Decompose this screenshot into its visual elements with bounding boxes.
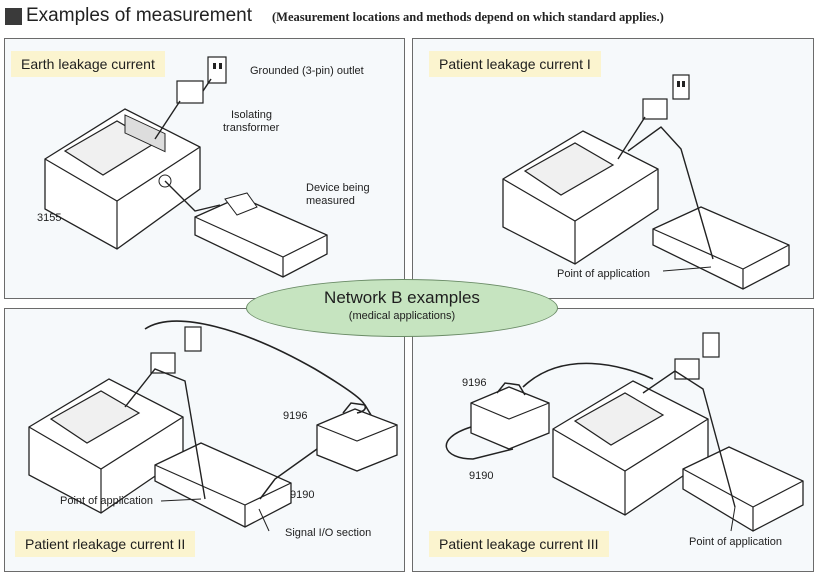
meter-icon [28,378,184,514]
device-under-test-icon [154,442,292,528]
earth-leakage-illustration [44,56,328,278]
point-of-application-label: Point of application [689,536,782,548]
network-b-title: Network B examples [324,288,480,307]
device-under-test-icon [652,206,790,290]
outlet-icon [207,56,227,84]
point-of-application-label: Point of application [60,495,153,507]
isolating-transformer-icon [150,352,176,374]
earth-leakage-title: Earth leakage current [11,51,165,77]
patient-leakage-1-illustration [502,74,790,290]
transformer-label-line2: transformer [223,122,280,134]
network-b-subtitle: (medical applications) [348,310,456,322]
meter-3155-icon [44,108,201,250]
model-label: 3155 [37,212,62,224]
device-under-test-icon [682,446,804,532]
panel-patient-leakage-2: 9196 9190 Point of application Signal I/… [4,308,405,572]
page-subtitle: (Measurement locations and methods depen… [272,10,664,24]
outlet-icon [702,332,720,358]
unit-9190-label: 9190 [469,470,494,482]
unit-9196-label: 9196 [283,410,308,422]
outlet-label: Grounded (3-pin) outlet [250,65,364,77]
panel-patient-leakage-1: Patient leakage current I Point of appli… [412,38,814,299]
page-title: Examples of measurement [26,5,252,26]
unit-9190-label: 9190 [290,489,315,501]
meter-icon [502,130,659,265]
panel-patient-leakage-3: 9196 9190 Point of application Patient l… [412,308,814,572]
page-header: Examples of measurement (Measurement loc… [0,4,819,30]
panel-earth-leakage: Earth leakage current Grounded (3-pin) o… [4,38,405,299]
transformer-label-line1: Isolating [231,109,272,121]
meter-icon [552,380,709,516]
device-under-test-icon [194,192,328,278]
patient-leakage-3-illustration [445,332,804,532]
header-bullet-icon [5,8,22,25]
isolating-transformer-icon [674,358,700,380]
device-label-line2: measured [306,195,355,207]
patient-leakage-3-title: Patient leakage current III [429,531,609,557]
network-b-ellipse: Network B examples (medical applications… [246,279,558,337]
unit-9196-icon [470,382,550,450]
patient-leakage-2-illustration [28,320,398,532]
patient-leakage-2-title: Patient rleakage current II [15,531,196,557]
outlet-icon [184,326,202,352]
point-of-application-label: Point of application [557,268,650,280]
device-label-line1: Device being [306,182,370,194]
patient-leakage-1-title: Patient leakage current I [429,51,601,77]
unit-9196-label: 9196 [462,377,487,389]
unit-9196-icon [316,402,398,472]
isolating-transformer-icon [642,98,668,120]
isolating-transformer-icon [176,78,212,104]
signal-io-label: Signal I/O section [285,527,372,539]
outlet-icon [672,74,690,100]
